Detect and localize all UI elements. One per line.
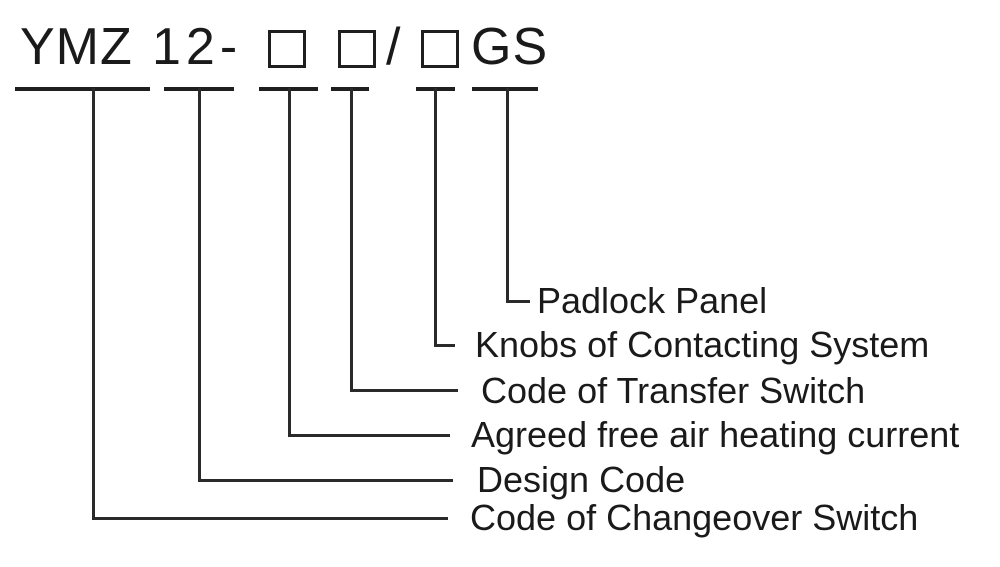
connector-vertical-padlock-panel [506, 88, 509, 303]
label-code-of-changeover-switch: Code of Changeover Switch [470, 497, 919, 538]
label-code-of-transfer-switch: Code of Transfer Switch [481, 370, 866, 411]
connector-vertical-transfer-switch [350, 88, 353, 392]
model-code-prefix: YMZ [20, 18, 133, 76]
underline-suffix [472, 87, 538, 91]
connector-horizontal-changeover-switch [92, 517, 448, 520]
underline-prefix [15, 87, 150, 91]
connector-vertical-knobs [434, 88, 437, 347]
connector-horizontal-knobs [434, 344, 455, 347]
placeholder-square-3 [421, 30, 459, 68]
label-agreed-free-air-heating-current: Agreed free air heating current [471, 414, 960, 455]
model-code-design-number: 12- [152, 18, 243, 76]
label-padlock-panel: Padlock Panel [537, 280, 768, 321]
connector-vertical-changeover-switch [92, 88, 95, 520]
connector-vertical-heating-current [288, 88, 291, 437]
connector-vertical-design-code [198, 88, 201, 482]
label-knobs-of-contacting-system: Knobs of Contacting System [475, 324, 930, 365]
placeholder-square-1 [268, 30, 306, 68]
label-design-code: Design Code [477, 459, 686, 500]
connector-horizontal-heating-current [288, 434, 450, 437]
connector-horizontal-design-code [198, 479, 453, 482]
model-code-suffix: GS [471, 18, 549, 76]
connector-horizontal-padlock-panel [506, 300, 530, 303]
placeholder-square-2 [338, 30, 376, 68]
connector-horizontal-transfer-switch [350, 389, 458, 392]
model-code-separator: / [386, 18, 402, 76]
